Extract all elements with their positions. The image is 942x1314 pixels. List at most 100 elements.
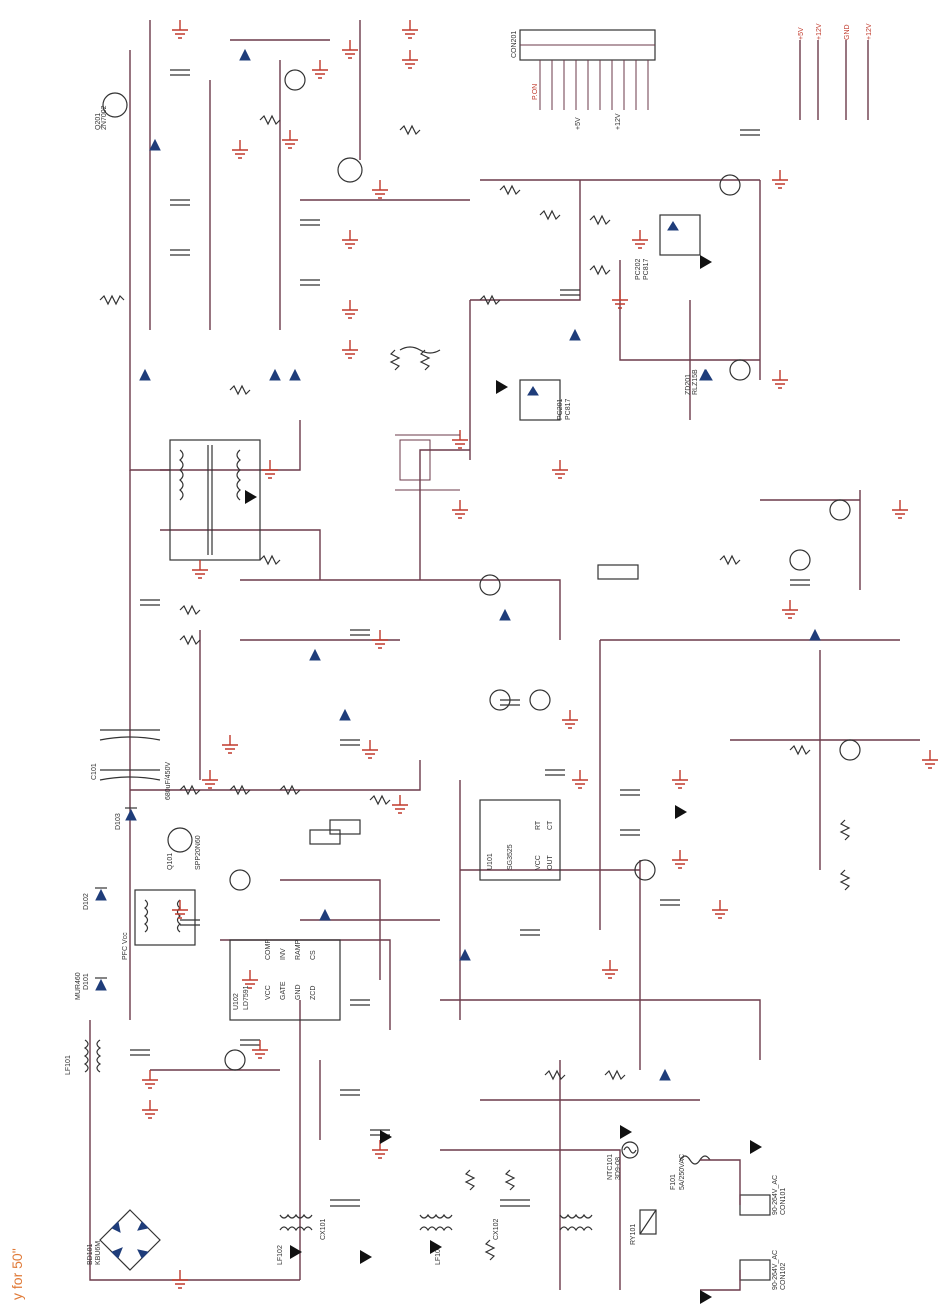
pc202-part: PC817 bbox=[643, 258, 650, 280]
rail-5v: +5V bbox=[798, 27, 805, 40]
line-filter-lf103: LF103 bbox=[419, 1213, 453, 1265]
q101-part: SPP20N60 bbox=[195, 835, 202, 870]
warning-icon bbox=[245, 490, 257, 504]
c101-val: 680uF/450V bbox=[165, 762, 172, 800]
bd101-part: KBU6M bbox=[95, 1241, 102, 1265]
c101-ref: C101 bbox=[91, 763, 98, 780]
capacitors bbox=[130, 69, 810, 1136]
rail-gnd: GND bbox=[844, 24, 851, 40]
diode-d102: D102 bbox=[83, 887, 107, 910]
ntc-part: 3D9-08 bbox=[615, 1157, 622, 1180]
zd201-part: RLZ15B bbox=[692, 369, 699, 395]
relay-ref: RY101 bbox=[630, 1224, 637, 1245]
diode-d101: D101 MUR460 bbox=[75, 972, 107, 1000]
rail-12v-b: +12V bbox=[866, 23, 873, 40]
transformer-t101 bbox=[169, 439, 261, 561]
con201-label-pon: P.ON bbox=[532, 84, 539, 100]
lf103-ref: LF103 bbox=[435, 1245, 442, 1265]
warning-icon bbox=[430, 1240, 442, 1254]
d101-ref: D101 bbox=[83, 973, 90, 990]
fuse-ref: F101 bbox=[670, 1174, 677, 1190]
warning-icon bbox=[700, 1290, 712, 1304]
ic-u101-pin-rt: RT bbox=[535, 820, 542, 830]
zener-zd201: ZD201 RLZ15B bbox=[685, 369, 713, 395]
warning-icon bbox=[620, 1125, 632, 1139]
rail-12v: +12V bbox=[816, 23, 823, 40]
ac-input-section: F101 5A/250VAC NTC101 3D9-08 RY101 CON10… bbox=[607, 1141, 787, 1291]
ic-u102-part: LD7591 bbox=[243, 985, 250, 1010]
cx102-ref: CX102 bbox=[493, 1218, 500, 1240]
ic-u102-pin-inv: INV bbox=[280, 948, 287, 960]
warning-icon bbox=[290, 1245, 302, 1259]
zd201-ref: ZD201 bbox=[685, 374, 692, 395]
ac-in-1-ref: CON101 bbox=[780, 1188, 787, 1215]
jumper-block bbox=[395, 346, 460, 491]
pc202-ref: PC202 bbox=[635, 258, 642, 280]
ic-u102: U102 LD7591 VCC GATE GND ZCD COMP INV RA… bbox=[229, 939, 341, 1021]
ic-u102-pin-gate: GATE bbox=[280, 981, 287, 1000]
con201-label-5v: +5V bbox=[575, 117, 582, 130]
d102-ref: D102 bbox=[83, 893, 90, 910]
ic-u101-part: SG3525 bbox=[507, 844, 514, 870]
transistors: Q201 2N7002 Q101 SPP20N60 bbox=[95, 69, 861, 1071]
ic-u101-pin-vcc: VCC bbox=[535, 855, 542, 870]
q101-ref: Q101 bbox=[167, 853, 174, 870]
q201-ref: Q201 bbox=[95, 113, 102, 130]
diode-d103: D103 bbox=[115, 807, 137, 830]
connector-con201: CON201 P.ON +5V +12V bbox=[511, 29, 656, 130]
page-title: y for 50" bbox=[9, 1248, 25, 1300]
ntc-ref: NTC101 bbox=[607, 1154, 614, 1180]
bd101-ref: BD101 bbox=[87, 1243, 94, 1265]
line-filters: LF101 LF102 LF103 bbox=[65, 1039, 593, 1265]
connector-pins bbox=[539, 60, 649, 110]
ic-u102-pin-cs: CS bbox=[310, 950, 317, 960]
warning-icon bbox=[360, 1250, 372, 1264]
ic-u102-pin-ramp: RAMP bbox=[295, 939, 302, 960]
con201-label-12v: +12V bbox=[615, 113, 622, 130]
optocouplers: PC201 PC817 PC202 PC817 ZD201 RLZ15B bbox=[519, 214, 713, 421]
line-filter-lf104 bbox=[559, 1213, 593, 1232]
x-capacitors: CX101 CX102 bbox=[320, 1199, 530, 1240]
ic-u102-ref: U102 bbox=[233, 993, 240, 1010]
q201-part: 2N7002 bbox=[101, 105, 108, 130]
rail-labels: +5V +12V GND +12V bbox=[798, 23, 873, 120]
lf102-ref: LF102 bbox=[277, 1245, 284, 1265]
ic-u102-pin-zcd: ZCD bbox=[310, 986, 317, 1000]
ic-u102-pin-vcc: VCC bbox=[265, 985, 272, 1000]
resistors bbox=[99, 114, 851, 1261]
ic-u102-pin-comp: COMP bbox=[265, 939, 272, 960]
con201-ref: CON201 bbox=[511, 31, 518, 58]
ac-in-1-label: 90-264V_AC bbox=[772, 1175, 779, 1215]
pfc-label: PFC Vcc bbox=[122, 932, 129, 960]
ic-u102-pin-gnd: GND bbox=[295, 984, 302, 1000]
opto-pc202: PC202 PC817 bbox=[635, 214, 701, 280]
warning-icon bbox=[380, 1130, 392, 1144]
ic-u101-ref: U101 bbox=[487, 853, 494, 870]
bridge-rectifier-bd101: BD101 KBU6M bbox=[87, 1209, 161, 1271]
warning-icon bbox=[675, 805, 687, 819]
ic-u101-pin-ct: CT bbox=[547, 820, 554, 830]
line-filter-lf101: LF101 bbox=[65, 1039, 102, 1075]
pc201-ref: PC201 bbox=[557, 398, 564, 420]
ic-u101-pin-out: OUT bbox=[547, 855, 554, 871]
pc201-part: PC817 bbox=[565, 398, 572, 420]
warning-icon bbox=[750, 1140, 762, 1154]
opto-pc201: PC201 PC817 bbox=[519, 379, 572, 421]
fuse-part: 5A/250VAC bbox=[679, 1154, 686, 1190]
cx101-ref: CX101 bbox=[320, 1218, 327, 1240]
line-filter-lf102: LF102 bbox=[277, 1213, 313, 1265]
pfc-inductor-l101: PFC Vcc bbox=[122, 889, 196, 960]
warning-icons bbox=[245, 255, 762, 1304]
d103-ref: D103 bbox=[115, 813, 122, 830]
ac-in-2-label: 90-264V_AC bbox=[772, 1250, 779, 1290]
diodes: D101 MUR460 D102 D103 bbox=[75, 48, 821, 1081]
warning-icon bbox=[700, 255, 712, 269]
main-wiring bbox=[89, 20, 920, 1290]
lf101-ref: LF101 bbox=[65, 1055, 72, 1075]
ac-in-2-ref: CON102 bbox=[780, 1263, 787, 1290]
d101-part: MUR460 bbox=[75, 972, 82, 1000]
ground-symbols bbox=[142, 20, 938, 1289]
ic-u101: SG3525 U101 VCC OUT RT CT bbox=[479, 799, 561, 881]
